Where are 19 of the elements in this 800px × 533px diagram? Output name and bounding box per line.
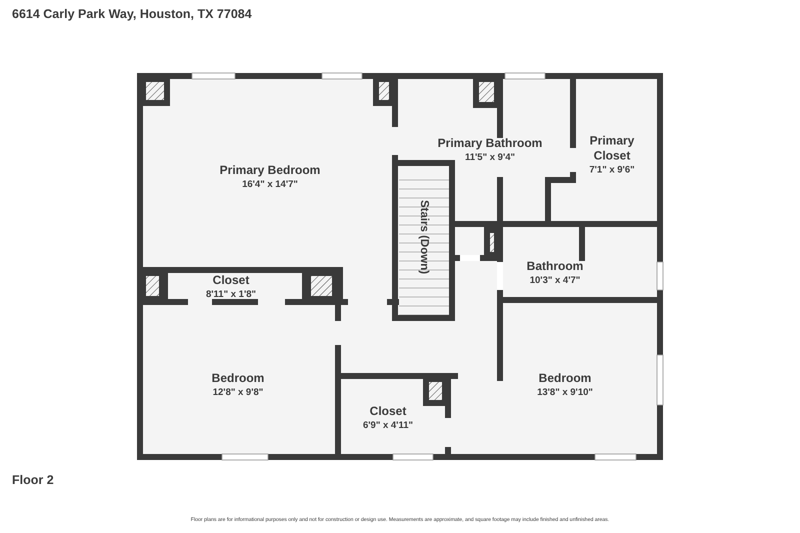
room-dimensions: 8'11" x 1'8" — [206, 288, 256, 302]
room-dimensions: 7'1" x 9'6" — [589, 163, 635, 177]
room-dimensions: 16'4" x 14'7" — [242, 178, 298, 192]
room-name: Bedroom — [538, 370, 592, 386]
room-name: Bathroom — [526, 258, 584, 274]
room-dimensions: 12'8" x 9'8" — [212, 386, 264, 400]
room-name: Stairs (Down) — [418, 200, 430, 274]
floor-label: Floor 2 — [12, 473, 54, 487]
address-title: 6614 Carly Park Way, Houston, TX 77084 — [12, 7, 252, 21]
room-name: Primary Bathroom — [438, 136, 542, 151]
room-name: Closet — [212, 272, 250, 288]
room-name: Primary Closet — [589, 133, 635, 164]
room-name: Bedroom — [212, 370, 264, 386]
room-dimensions: 6'9" x 4'11" — [363, 418, 413, 432]
room-dimensions: 13'8" x 9'10" — [537, 386, 593, 400]
room-dimensions: 11'5" x 9'4" — [465, 150, 515, 164]
room-dimensions: 10'3" x 4'7" — [530, 274, 580, 288]
room-name: Closet — [370, 404, 406, 419]
room-name: Primary Bedroom — [220, 162, 320, 178]
